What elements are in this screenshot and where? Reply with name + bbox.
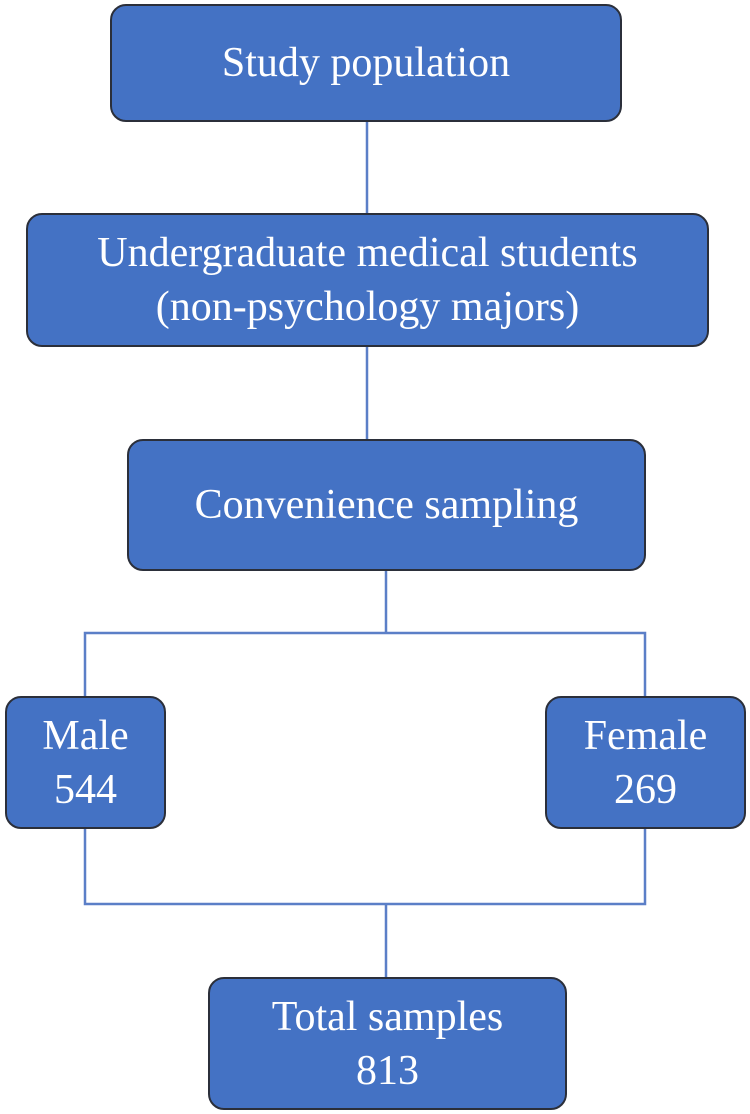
female-box: Female 269 xyxy=(545,696,746,829)
undergraduate-line1: Undergraduate medical students xyxy=(97,230,638,276)
connector-merge-bar xyxy=(83,829,647,906)
total-samples-label: Total samples xyxy=(271,993,504,1040)
connector-branch-bar xyxy=(83,631,647,696)
undergraduate-line2: (non-psychology majors) xyxy=(155,284,580,330)
study-population-box: Study population xyxy=(110,4,622,122)
convenience-sampling-label: Convenience sampling xyxy=(194,482,579,528)
male-box: Male 544 xyxy=(5,696,166,829)
undergraduate-students-box: Undergraduate medical students (non-psyc… xyxy=(26,213,709,347)
male-count: 544 xyxy=(54,766,117,813)
female-count: 269 xyxy=(614,766,677,813)
male-label: Male xyxy=(42,712,129,759)
female-label: Female xyxy=(583,712,708,759)
total-samples-box: Total samples 813 xyxy=(208,977,567,1110)
study-population-label: Study population xyxy=(221,40,511,86)
convenience-sampling-box: Convenience sampling xyxy=(127,439,646,571)
total-samples-count: 813 xyxy=(356,1047,419,1094)
